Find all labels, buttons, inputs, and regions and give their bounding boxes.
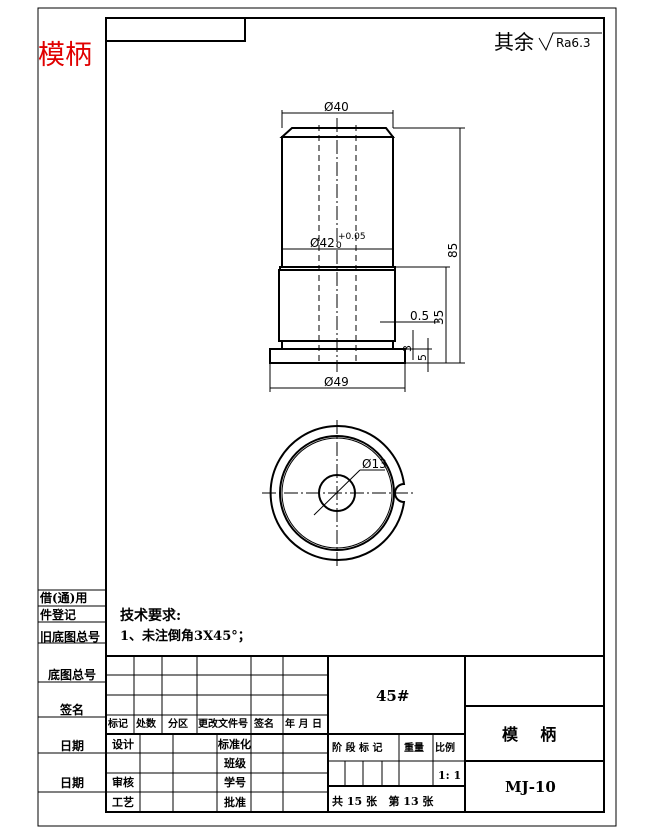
stage-label: 阶 段 标 记 (332, 741, 382, 754)
roughness-value: Ra6.3 (556, 36, 591, 50)
dim-h35: 35 (432, 310, 446, 325)
dim-h85: 85 (446, 243, 460, 258)
dim-d42-tol-lower: 0 (336, 241, 342, 251)
drawing-number: MJ-10 (505, 778, 556, 796)
role-class: 班级 (224, 756, 247, 770)
front-view (269, 110, 465, 392)
sheet-info: 共 15 张 第 13 张 (332, 794, 434, 808)
dim-d40: Ø40 (324, 100, 349, 114)
rev-header-zone: 分区 (168, 717, 188, 730)
weight-label: 重量 (404, 741, 424, 754)
rev-header-date: 年 月 日 (285, 717, 322, 730)
side-label-old-base-no: 旧底图总号 (40, 629, 100, 644)
inner-frame (105, 17, 605, 813)
dim-d13: Ø13 (362, 457, 387, 471)
top-view (262, 420, 416, 567)
rev-header-signature: 签名 (253, 717, 274, 730)
dim-d42: Ø42 (310, 236, 335, 250)
title-block-lines (106, 655, 604, 812)
rev-header-mark: 标记 (107, 717, 128, 730)
dim-d42-tol-upper: +0.05 (338, 232, 366, 242)
dim-h5: 5 (416, 354, 429, 361)
part-name: 模 柄 (502, 725, 556, 744)
side-column-lines (38, 589, 106, 793)
role-process: 工艺 (112, 795, 134, 809)
tech-req-item: 1、未注倒角3X45°； (120, 628, 251, 644)
outer-border (37, 7, 617, 827)
rev-header-count: 处数 (135, 717, 157, 730)
role-standardization: 标准化 (217, 737, 251, 751)
scale-label: 比例 (435, 741, 455, 754)
role-student-no: 学号 (224, 775, 246, 789)
role-design: 设计 (112, 737, 134, 751)
dim-d05: 0.5 (410, 309, 429, 323)
stamp-title: 模柄 (38, 40, 92, 71)
material: 45# (376, 687, 409, 705)
tech-req-title: 技术要求: (120, 607, 181, 624)
role-approve: 批准 (224, 795, 246, 809)
code-box (105, 17, 246, 42)
scale-value: 1: 1 (438, 769, 461, 782)
roughness-symbol-icon (538, 32, 602, 52)
rev-header-doc-no: 更改文件号 (198, 717, 248, 730)
dim-h3: 3 (401, 345, 414, 352)
dim-d49: Ø49 (324, 375, 349, 389)
side-label-date-1: 日期 (60, 738, 84, 753)
side-label-date-2: 日期 (60, 775, 84, 790)
side-label-signature: 签名 (59, 702, 84, 717)
side-label-borrow: 借(通)用 (39, 590, 87, 605)
side-label-register: 件登记 (40, 607, 76, 622)
side-label-base-no: 底图总号 (48, 667, 96, 682)
role-review: 审核 (112, 775, 134, 789)
roughness-prefix: 其余 (494, 30, 534, 54)
